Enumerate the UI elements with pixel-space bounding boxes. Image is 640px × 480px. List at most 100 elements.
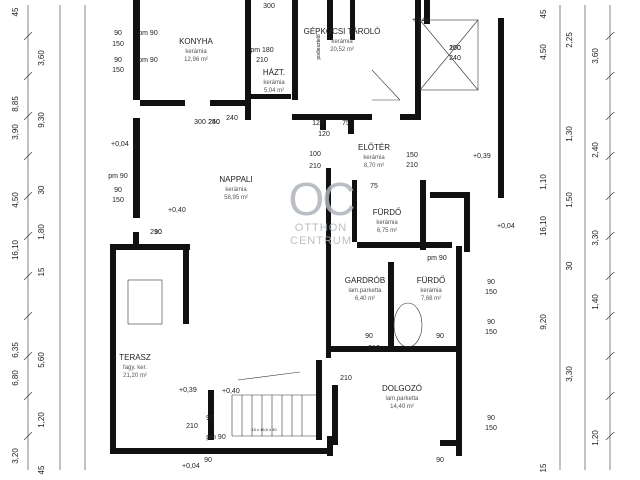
- opening-label: 150: [112, 197, 124, 204]
- room-name-garage: GÉPKOCSI TÁROLÓ: [304, 27, 381, 36]
- opening-label: 90: [365, 333, 373, 340]
- wall: [352, 180, 357, 242]
- dim-tick: [23, 271, 33, 281]
- right-dimension: 45: [539, 9, 548, 18]
- wall: [110, 448, 330, 454]
- opening-label: 90: [487, 415, 495, 422]
- opening-label: 210: [256, 57, 268, 64]
- opening-label: 300: [263, 3, 275, 10]
- room-material-gardrob: lam.parketta: [348, 288, 382, 294]
- wall: [424, 0, 430, 24]
- left-dimension: 3,90: [11, 124, 20, 140]
- wall: [350, 0, 355, 40]
- wall: [316, 360, 322, 440]
- opening-label: 90: [154, 229, 162, 236]
- wall: [292, 0, 298, 100]
- opening-label: 90: [114, 57, 122, 64]
- wall: [331, 346, 456, 352]
- wall: [464, 192, 470, 252]
- wall: [388, 262, 394, 346]
- dim-tick: [605, 351, 615, 361]
- stair-label: 15 x 16,5 x 30: [251, 427, 277, 432]
- opening-label: 90: [487, 319, 495, 326]
- room-area-garage: 20,52 m²: [330, 47, 354, 53]
- room-material-konyha: kerámia: [185, 49, 207, 55]
- right-dimension: 3,60: [591, 48, 600, 64]
- opening-label: 210: [309, 163, 321, 170]
- dim-tick: [605, 231, 615, 241]
- garage-diagonal: [419, 19, 479, 91]
- left-dimension: 45: [11, 7, 20, 16]
- left-dimension: 6,80: [11, 370, 20, 386]
- wall: [420, 180, 426, 250]
- wall: [210, 100, 250, 106]
- left-dimension: 9,30: [37, 112, 46, 128]
- wall: [456, 246, 462, 456]
- right-dimension: 1,10: [539, 174, 548, 190]
- dim-tick: [605, 151, 615, 161]
- room-name-terasz: TERASZ: [119, 353, 151, 362]
- wall: [245, 0, 251, 120]
- opening-label: 210: [186, 423, 198, 430]
- wall: [133, 0, 140, 100]
- dim-tick: [605, 431, 615, 441]
- opening-label: 210: [406, 162, 418, 169]
- level-marker: +0,04: [111, 141, 129, 148]
- opening-label: 250: [449, 45, 461, 52]
- left-dimension: 4,50: [11, 192, 20, 208]
- right-dimension: 2,25: [565, 32, 574, 48]
- level-marker: +0,40: [412, 17, 430, 24]
- wall: [326, 168, 331, 358]
- opening-label: 150: [112, 41, 124, 48]
- wall: [400, 114, 420, 120]
- dim-tick: [605, 311, 615, 321]
- wall: [140, 100, 185, 106]
- opening-label: 90: [114, 187, 122, 194]
- right-dimension: 1,40: [591, 294, 600, 310]
- opening-label: pm 90: [427, 255, 447, 262]
- podest-label: podiesztelő: [316, 34, 322, 60]
- opening-label: 150: [485, 425, 497, 432]
- room-area-konyha: 12,96 m²: [184, 57, 208, 63]
- level-marker: +0,39: [473, 153, 491, 160]
- wall: [110, 244, 116, 454]
- level-marker: +0,40: [222, 388, 240, 395]
- room-name-dolgozo: DOLGOZÓ: [382, 384, 422, 393]
- opening-label: 75: [370, 183, 378, 190]
- room-area-terasz: 21,20 m²: [123, 373, 147, 379]
- level-marker: +0,40: [168, 207, 186, 214]
- stair-arrow: [237, 371, 301, 381]
- wall: [183, 244, 189, 324]
- room-material-eloter: kerámia: [363, 155, 385, 161]
- right-dimension: 1,50: [565, 192, 574, 208]
- opening-label: 210: [340, 375, 352, 382]
- dim-tick: [605, 31, 615, 41]
- opening-label: 250: [208, 119, 220, 126]
- opening-label: 90: [204, 457, 212, 464]
- room-material-furdo2: kerámia: [420, 288, 442, 294]
- room-name-hazt: HÁZT.: [263, 68, 285, 77]
- room-area-eloter: 8,70 m²: [364, 163, 384, 169]
- dim-tick: [23, 191, 33, 201]
- watermark-logo: OC OTTHON CENTRUM: [286, 176, 356, 248]
- opening-label: 150: [485, 329, 497, 336]
- wall: [251, 94, 291, 99]
- right-dimension: 15: [539, 463, 548, 472]
- opening-label: 100: [309, 151, 321, 158]
- opening-label: 300: [194, 119, 206, 126]
- room-name-furdo2: FÜRDŐ: [417, 276, 445, 285]
- wall: [332, 385, 338, 445]
- wall: [133, 118, 140, 218]
- right-dimension: 16,10: [539, 215, 548, 236]
- room-area-furdo1: 6,75 m²: [377, 228, 397, 234]
- wall: [357, 242, 452, 248]
- room-area-hazt: 5,04 m²: [264, 88, 284, 94]
- wall: [498, 18, 504, 118]
- wall: [327, 436, 333, 456]
- opening-label: 90: [487, 279, 495, 286]
- opening-label: 240: [449, 55, 461, 62]
- room-material-garage: kerámia: [331, 39, 353, 45]
- dim-tick: [23, 31, 33, 41]
- opening-label: 90: [436, 457, 444, 464]
